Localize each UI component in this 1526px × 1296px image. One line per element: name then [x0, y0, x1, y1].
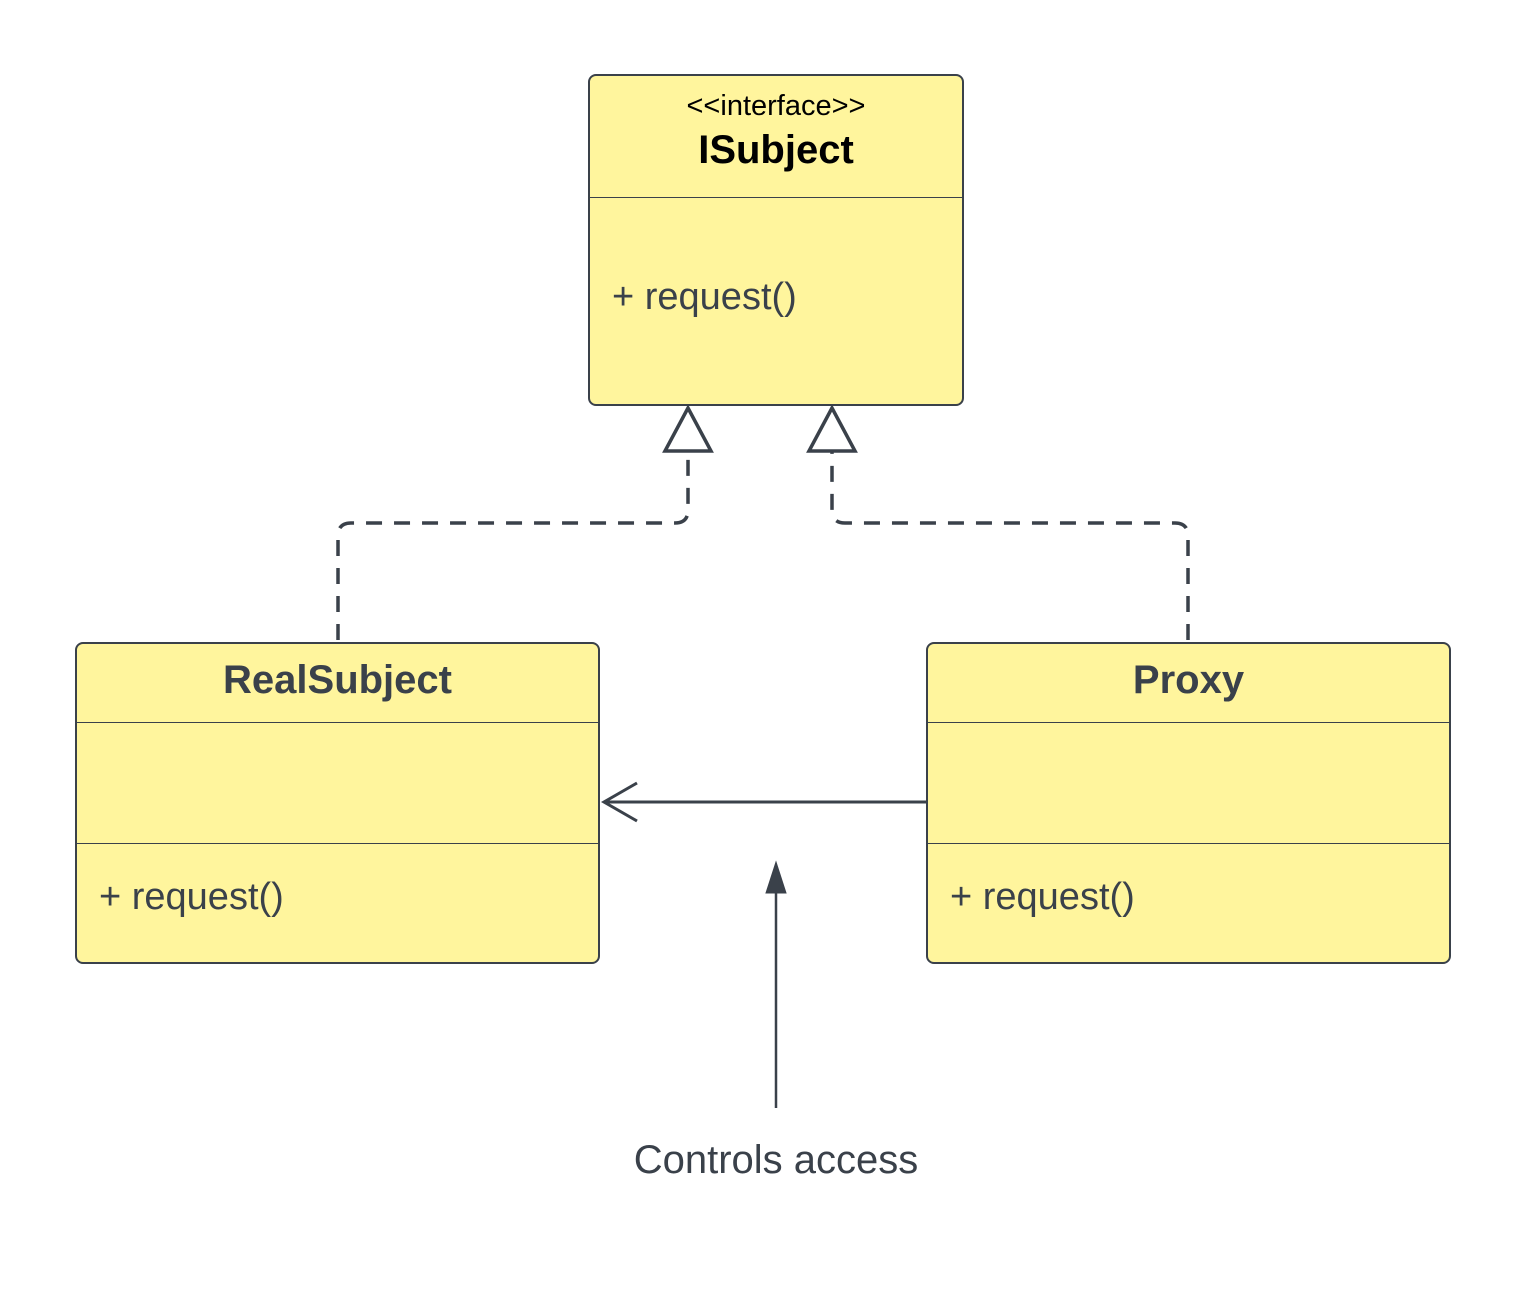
realsubject-name: RealSubject	[223, 658, 452, 702]
proxy-methods-compartment: + request()	[928, 843, 1449, 962]
isubject-name: ISubject	[698, 128, 854, 172]
realsubject-method: + request()	[99, 876, 284, 918]
realsubject-header: RealSubject	[77, 644, 598, 722]
isubject-method: + request()	[612, 276, 797, 318]
proxy-attributes-compartment	[928, 722, 1449, 843]
association-arrowhead	[600, 781, 638, 823]
isubject-methods-compartment: + request()	[590, 197, 962, 404]
isubject-header: <<interface>> ISubject	[590, 76, 962, 197]
realsubject-methods-compartment: + request()	[77, 843, 598, 962]
realization-arrowhead-realsubject	[662, 404, 714, 453]
realsubject-class-box[interactable]: RealSubject + request()	[75, 642, 600, 964]
proxy-name: Proxy	[1132, 658, 1245, 702]
proxy-class-box[interactable]: Proxy + request()	[926, 642, 1451, 964]
realization-line-proxy	[830, 452, 1190, 640]
isubject-interface-box[interactable]: <<interface>> ISubject + request()	[588, 74, 964, 406]
realization-arrowhead-proxy	[806, 404, 858, 453]
isubject-stereotype: <<interface>>	[686, 90, 866, 122]
controls-access-label: Controls access	[633, 1138, 919, 1182]
realization-line-realsubject	[336, 452, 690, 640]
proxy-header: Proxy	[928, 644, 1449, 722]
realsubject-attributes-compartment	[77, 722, 598, 843]
annotation-arrowhead	[765, 860, 787, 894]
proxy-method: + request()	[950, 876, 1135, 918]
